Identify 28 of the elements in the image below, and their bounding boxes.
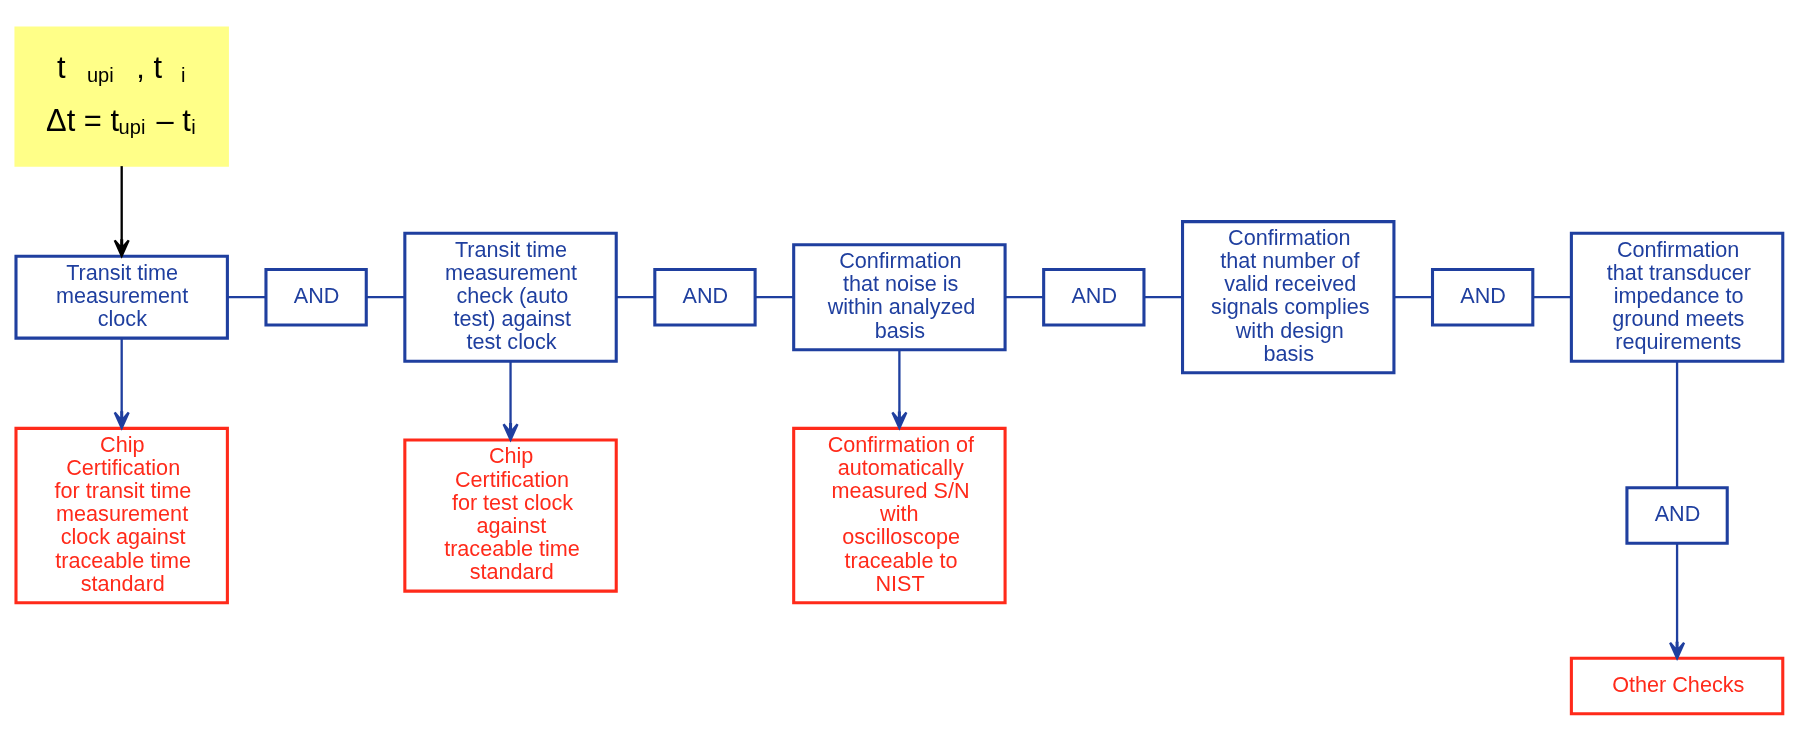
- connector: [1144, 296, 1182, 299]
- arrow: [890, 349, 907, 430]
- arrow: [501, 361, 519, 441]
- node-box: AND: [1430, 267, 1534, 327]
- connector: [616, 296, 655, 299]
- node-box: Transit time measurement check (auto test) against test clock: [402, 231, 618, 363]
- connector: [366, 296, 405, 299]
- node-box: Other Checks: [1569, 656, 1784, 716]
- node-box: AND: [652, 267, 757, 327]
- connector: [1394, 296, 1432, 299]
- arrow: [1668, 544, 1685, 660]
- node-box: Confirmation that number of valid received signals complies with design basis: [1180, 220, 1395, 375]
- node-box: Confirmation that noise is within analyzed basis: [791, 243, 1007, 352]
- arrow: [113, 338, 130, 430]
- node-box: AND: [1624, 486, 1729, 545]
- node-box: AND: [1041, 267, 1145, 327]
- arrow: [113, 166, 130, 257]
- node-box: Confirmation of automatically measured S/N with oscilloscope traceable to NIST: [791, 426, 1007, 605]
- connector: [1675, 361, 1678, 488]
- node-box: Chip Certification for test clock against traceable time standard: [402, 438, 618, 593]
- node-box: Transit time measurement clock: [13, 254, 229, 340]
- connector: [227, 296, 266, 299]
- connector: [1533, 296, 1571, 299]
- node-box: AND: [263, 267, 368, 327]
- connector: [1005, 296, 1044, 299]
- node-box: Chip Certification for transit time measurement clock against traceable time standard: [13, 426, 229, 605]
- node-box: Confirmation that transducer impedance to ground meets requirements: [1569, 231, 1784, 363]
- connector: [755, 296, 793, 299]
